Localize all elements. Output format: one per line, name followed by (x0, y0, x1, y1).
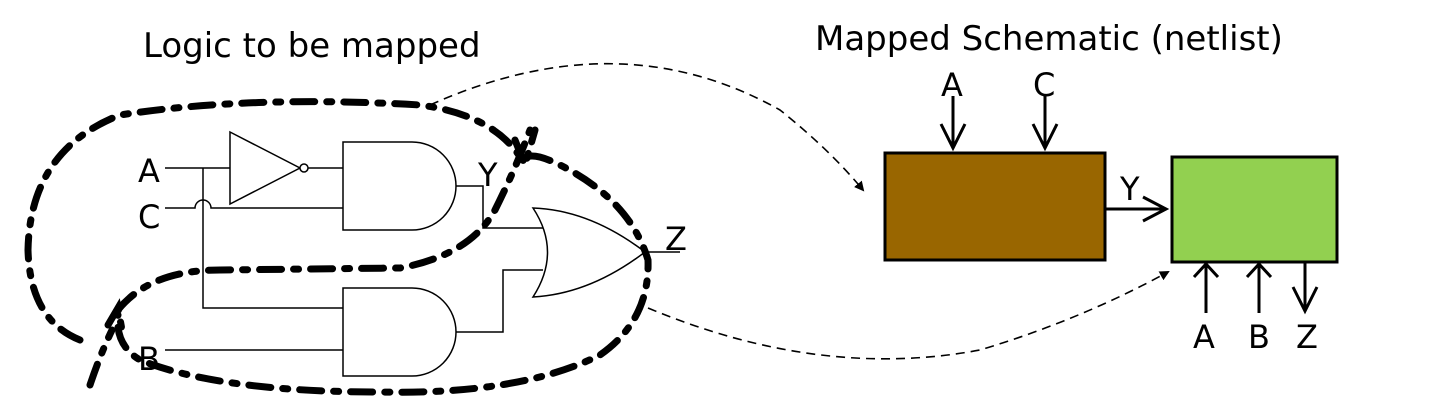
inverter-gate (229, 130, 302, 206)
and-gate-2 (342, 287, 457, 377)
block1-output-y-arrow (1105, 195, 1170, 223)
wire-a-branch (202, 168, 343, 309)
block1-input-c-arrow (1031, 96, 1059, 152)
cover-boundary-2 (24, 98, 652, 396)
cover-boundary-1-tip (511, 126, 539, 176)
block2-input-a-arrow (1192, 261, 1220, 313)
cover-boundary-1 (114, 126, 534, 314)
and-gate-1 (342, 141, 457, 231)
inverter-bubble (299, 163, 309, 173)
logic-circuit: A C B Y Z (24, 98, 687, 396)
block2-input-a-label: A (1193, 318, 1215, 356)
or-gate (531, 207, 647, 298)
left-title: Logic to be mapped (143, 26, 481, 66)
block2-output-z-arrow (1291, 262, 1319, 315)
block1-output-y-label: Y (1119, 170, 1140, 208)
wire-and2-out (456, 269, 543, 333)
netlist-block-2 (1170, 155, 1339, 264)
wire-y (456, 185, 543, 229)
right-title: Mapped Schematic (netlist) (815, 19, 1283, 59)
netlist-schematic: A C Y A B Z (883, 66, 1339, 356)
signal-y-label: Y (477, 156, 498, 194)
mapping-arrow-1 (429, 62, 865, 192)
block1-input-c-label: C (1033, 66, 1055, 104)
wire-c (165, 199, 343, 209)
block1-input-a-arrow (939, 96, 967, 152)
netlist-block-1 (883, 151, 1107, 262)
input-a-label: A (138, 152, 160, 190)
output-z-label: Z (665, 220, 687, 258)
block2-input-b-label: B (1248, 318, 1270, 356)
mapping-arrow-2 (647, 271, 1170, 360)
block2-output-z-label: Z (1296, 318, 1318, 356)
block2-input-b-arrow (1245, 261, 1273, 313)
block1-input-a-label: A (941, 66, 963, 104)
cover-boundary-3 (86, 326, 116, 389)
cover-boundary-2-arrow (104, 298, 126, 334)
input-c-label: C (138, 198, 160, 236)
